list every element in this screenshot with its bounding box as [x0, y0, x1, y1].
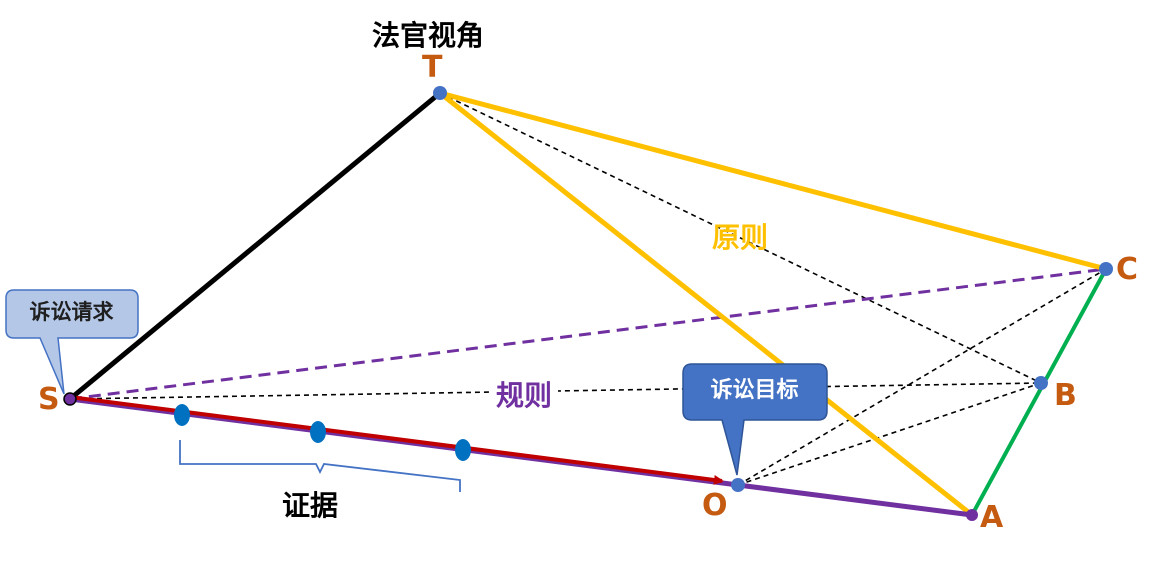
evidence-node-1 [174, 404, 190, 426]
callout-claim-bubble [5, 289, 139, 395]
point-label-A: A [980, 500, 1004, 535]
dashed-line-T-B [439, 92, 1042, 384]
point-label-B: B [1054, 378, 1077, 413]
arrow-S-O [69, 395, 724, 485]
callout-claim-text: 诉讼请求 [29, 300, 114, 324]
node-T [433, 86, 447, 100]
line-O-A [737, 482, 973, 518]
callout-goal-text: 诉讼目标 [710, 378, 799, 403]
evidence-node-3 [455, 439, 471, 461]
node-A [966, 509, 978, 521]
point-label-O: O [702, 488, 728, 523]
line-T-A [438, 91, 974, 517]
label-principle: 原则 [712, 221, 769, 254]
point-label-T: T [422, 50, 443, 85]
diagram-title: 法官视角 [372, 19, 485, 52]
line-T-C [439, 90, 1107, 272]
dashed-line-O-C [737, 268, 1107, 486]
line-A-C [970, 268, 1108, 516]
label-rule: 规则 [490, 374, 559, 414]
point-label-S: S [38, 382, 60, 417]
evidence-brace [179, 440, 461, 492]
evidence-node-2 [310, 421, 326, 443]
point-label-C: C [1116, 252, 1139, 287]
node-O [731, 478, 745, 492]
purple-dashed-line-S-C [69, 267, 1107, 401]
node-B [1034, 376, 1048, 390]
node-C [1099, 262, 1113, 276]
label-evidence: 证据 [282, 489, 339, 522]
callout-goal-bubble [682, 363, 828, 476]
line-S-T [68, 91, 442, 401]
node-S [63, 392, 77, 406]
